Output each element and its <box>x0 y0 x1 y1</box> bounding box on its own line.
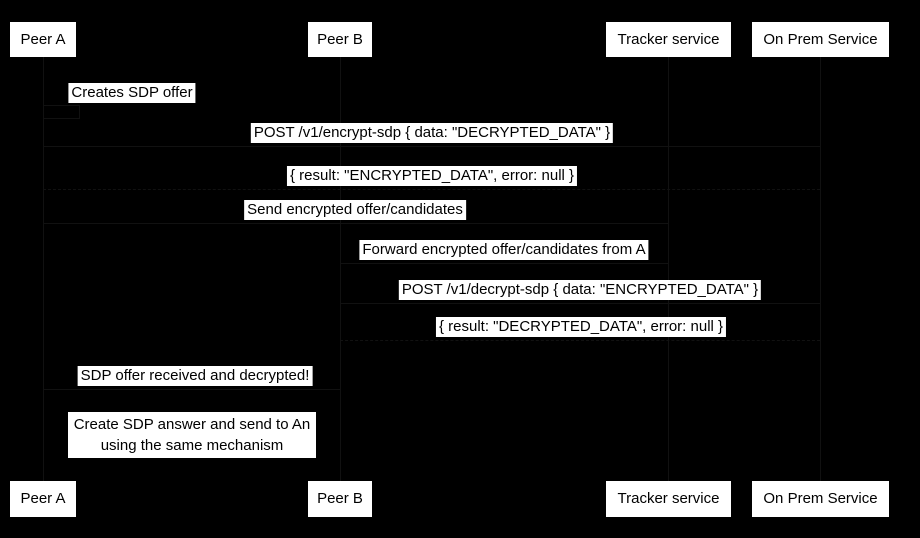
actor-box-tracker-service-top: Tracker service <box>606 22 731 57</box>
actor-box-on-prem-service-top: On Prem Service <box>752 22 889 57</box>
message-label-send-offer: Send encrypted offer/candidates <box>244 200 466 220</box>
arrow-decrypt-response <box>340 340 820 341</box>
arrow-send-offer <box>43 223 668 224</box>
arrow-offer-received <box>43 389 340 390</box>
arrow-encrypt-response <box>43 189 820 190</box>
message-label-decrypt-request: POST /v1/decrypt-sdp { data: "ENCRYPTED_… <box>398 280 762 300</box>
self-message-loop-peer-a <box>43 105 80 119</box>
message-label-offer-received: SDP offer received and decrypted! <box>77 366 313 386</box>
lifeline-tracker-service <box>668 57 669 481</box>
note-line-1: Create SDP answer and send to An <box>73 416 311 433</box>
lifeline-peer-b <box>340 57 341 481</box>
actor-box-tracker-service-bottom: Tracker service <box>606 481 731 517</box>
arrow-encrypt-request <box>43 146 820 147</box>
arrow-decrypt-request <box>340 303 820 304</box>
actor-box-on-prem-service-bottom: On Prem Service <box>752 481 889 517</box>
lifeline-on-prem-service <box>820 57 821 481</box>
message-label-forward-offer: Forward encrypted offer/candidates from … <box>359 240 649 260</box>
note-line-2: using the same mechanism <box>100 437 284 454</box>
message-label-decrypt-response: { result: "DECRYPTED_DATA", error: null … <box>435 317 727 337</box>
actor-box-peer-b-top: Peer B <box>308 22 372 57</box>
message-label-encrypt-response: { result: "ENCRYPTED_DATA", error: null … <box>286 166 578 186</box>
actor-box-peer-a-bottom: Peer A <box>10 481 76 517</box>
arrow-forward-offer <box>340 263 668 264</box>
message-label-encrypt-request: POST /v1/encrypt-sdp { data: "DECRYPTED_… <box>250 123 614 143</box>
message-label-creates-sdp-offer: Creates SDP offer <box>68 83 196 103</box>
lifeline-peer-a <box>43 57 44 481</box>
actor-box-peer-b-bottom: Peer B <box>308 481 372 517</box>
note-create-sdp-answer: Create SDP answer and send to An using t… <box>68 412 316 458</box>
actor-box-peer-a-top: Peer A <box>10 22 76 57</box>
